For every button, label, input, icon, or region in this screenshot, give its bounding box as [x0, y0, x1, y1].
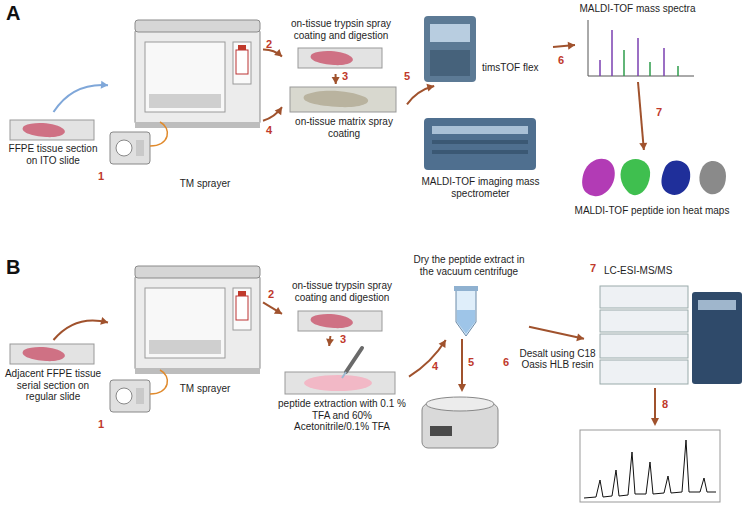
step-number: 1	[98, 418, 104, 430]
step-text: on-tissue trypsin spray coating and dige…	[282, 18, 400, 41]
flow-arrow	[263, 107, 282, 121]
step-text: MALDI-TOF peptide ion heat maps	[566, 205, 738, 217]
flow-arrow	[529, 327, 584, 341]
arrow-line	[638, 82, 644, 150]
step-number: 8	[662, 398, 668, 410]
step-node: LC-ESI-MS/MS	[584, 262, 744, 390]
flow-arrow	[553, 42, 575, 50]
arrow-head	[275, 107, 282, 115]
step-text: peptide extraction with 0.1 % TFA and 60…	[276, 398, 408, 433]
step-node: peptide extraction with 0.1 % TFA and 60…	[276, 346, 409, 448]
flow-arrow	[326, 336, 334, 346]
flow-arrow	[54, 317, 109, 340]
step-number: 2	[266, 38, 272, 50]
flow-arrow	[263, 302, 282, 314]
arrow-line	[54, 85, 109, 112]
step-number: 3	[342, 70, 348, 82]
step-node: timsTOF flex	[418, 8, 553, 86]
step-text: timsTOF flex	[482, 62, 552, 74]
step-number: 4	[266, 124, 272, 136]
step-node: MALDI-TOF peptide ion heat maps	[566, 150, 739, 240]
step-number: 1	[98, 170, 104, 182]
arrow-head	[439, 340, 446, 348]
arrow-line	[54, 320, 109, 340]
step-node: Dry the peptide extract in the vacuum ce…	[410, 252, 529, 340]
step-node: MALDI-TOF mass spectra	[575, 0, 701, 82]
panel-letter: B	[6, 256, 20, 279]
panel-letter: A	[6, 2, 20, 25]
arrow-head	[326, 339, 334, 346]
arrow-line	[529, 327, 584, 339]
step-number: 7	[590, 262, 596, 274]
step-text: FFPE tissue section on ITO slide	[4, 143, 102, 166]
step-number: 7	[656, 106, 662, 118]
arrow-head	[639, 143, 647, 150]
arrow-head	[101, 81, 108, 89]
flow-arrow	[54, 81, 109, 112]
arrow-head	[426, 84, 434, 92]
arrow-head	[568, 42, 575, 50]
step-text: MALDI-TOF imaging mass spectrometer	[418, 176, 543, 199]
step-text: Adjacent FFPE tissue serial section on r…	[4, 368, 102, 403]
arrow-head	[274, 307, 282, 314]
step-number: 3	[340, 333, 346, 345]
arrow-line	[263, 107, 282, 121]
arrow-line	[263, 302, 282, 314]
edge-label: Desalt using C18 Oasis HLB resin	[517, 347, 599, 372]
step-node: TM sprayer	[108, 262, 263, 397]
step-node: Adjacent FFPE tissue serial section on r…	[4, 340, 103, 420]
step-text: MALDI-TOF mass spectra	[575, 3, 700, 15]
arrow-head	[274, 49, 282, 57]
step-number: 4	[432, 360, 438, 372]
flow-arrow	[332, 74, 340, 84]
flow-arrow	[407, 84, 434, 105]
arrow-head	[332, 77, 340, 84]
arrow-head	[100, 317, 108, 325]
step-text: TM sprayer	[150, 178, 260, 190]
step-text: Dry the peptide extract in the vacuum ce…	[410, 254, 528, 277]
step-number: 2	[268, 288, 274, 300]
flow-arrow	[263, 49, 282, 57]
step-node: on-tissue matrix spray coating	[282, 84, 407, 142]
flow-arrow	[409, 340, 446, 377]
step-text: TM sprayer	[150, 383, 260, 395]
step-node: on-tissue trypsin spray coating and dige…	[282, 278, 403, 336]
step-node: FFPE tissue section on ITO slide	[4, 112, 103, 172]
flow-arrow	[638, 82, 647, 150]
step-node: TM sprayer	[108, 14, 263, 192]
step-node: MALDI-TOF imaging mass spectrometer	[418, 112, 544, 212]
arrow-head	[576, 333, 584, 341]
step-text: on-tissue trypsin spray coating and dige…	[282, 280, 402, 303]
arrow-line	[263, 50, 282, 57]
step-number: 6	[558, 54, 564, 66]
step-number: 5	[468, 356, 474, 368]
step-text: on-tissue matrix spray coating	[282, 116, 406, 139]
step-number: 5	[404, 70, 410, 82]
step-text: LC-ESI-MS/MS	[604, 265, 704, 277]
arrow-line	[409, 340, 446, 377]
step-number: 6	[503, 356, 509, 368]
step-node: on-tissue trypsin spray coating and dige…	[282, 16, 401, 74]
